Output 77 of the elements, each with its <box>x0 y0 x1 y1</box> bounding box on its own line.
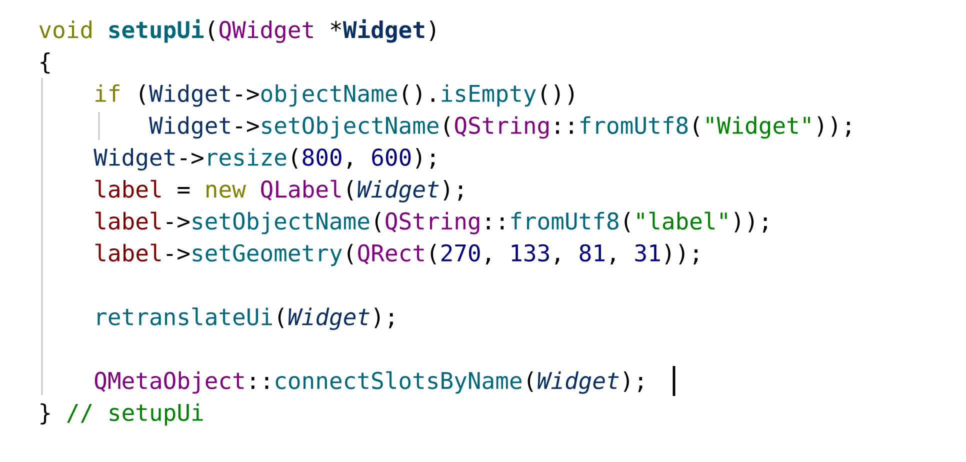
code-text: // setupUi <box>67 403 203 426</box>
code-text: -> <box>236 88 259 100</box>
code-text: ( <box>375 212 381 232</box>
code-text: setGeometry <box>192 244 342 266</box>
code-text: ( <box>694 116 700 137</box>
code-text: "Widget" <box>706 116 810 139</box>
code-text: ( <box>444 116 450 137</box>
code-text: :: <box>252 376 268 389</box>
code-text: setObjectName <box>192 212 370 234</box>
code-text: 31 <box>635 244 660 262</box>
code-text: ( <box>528 371 533 392</box>
code-text: connectSlotsByName <box>276 371 522 394</box>
code-text: isEmpty <box>442 84 536 107</box>
code-text: QLabel <box>261 180 341 201</box>
code-text: { <box>40 52 50 74</box>
code-text: )); <box>734 212 767 233</box>
code-text: QRect <box>358 244 424 264</box>
code-text: 600 <box>372 148 411 166</box>
code-text: , <box>610 258 615 264</box>
code-text: ); <box>374 308 393 328</box>
code-text: retranslateUi <box>98 308 272 326</box>
code-text: Widget <box>149 84 230 107</box>
code-text: ); <box>416 148 434 169</box>
code-text: ); <box>624 371 642 392</box>
code-text: QWidget <box>220 20 313 43</box>
code-text: setupUi <box>109 19 204 43</box>
code-text: label <box>95 180 161 198</box>
code-text: objectName <box>261 84 397 107</box>
code-text: ) <box>430 20 436 42</box>
code-text: fromUtf8 <box>511 212 618 230</box>
code-text: , <box>486 258 490 264</box>
code-text: 270 <box>442 244 480 262</box>
code-text: ( <box>430 244 436 264</box>
code-text: void <box>39 20 92 38</box>
code-text: QMetaObject <box>94 371 244 394</box>
code-text: QString <box>386 212 480 234</box>
code-text: :: <box>556 122 573 134</box>
code-text: -> <box>236 120 259 132</box>
code-text: new <box>206 184 246 198</box>
code-text: } <box>40 403 50 425</box>
code-text: QString <box>455 116 548 139</box>
code-text: , <box>347 162 352 169</box>
code-text: ( <box>348 244 353 264</box>
code-text: resize <box>208 148 286 166</box>
code-text: ( <box>209 20 214 42</box>
code-text: Widget <box>94 148 174 171</box>
code-text: 81 <box>580 244 604 262</box>
code-text: )); <box>818 116 850 137</box>
code-text: if <box>96 84 120 102</box>
code-text: label <box>95 244 161 262</box>
code-text: ( <box>624 212 630 232</box>
code-text: , <box>555 258 560 264</box>
code-text: Widget <box>149 116 230 139</box>
code-text: (). <box>403 84 434 105</box>
code-text: fromUtf8 <box>580 116 688 134</box>
code-text: ( <box>140 84 146 105</box>
code-text: setObjectName <box>262 116 438 138</box>
code-text: ( <box>348 180 353 201</box>
code-text: 133 <box>512 244 549 262</box>
code-text: )); <box>665 244 698 264</box>
code-text: -> <box>166 248 190 260</box>
code-text: label <box>95 212 161 230</box>
code-text: ()) <box>542 84 574 105</box>
code-text: -> <box>166 216 190 228</box>
code-text: Widget <box>358 180 439 202</box>
code-text: "label" <box>638 212 727 230</box>
code-text: = <box>178 187 190 194</box>
code-text: * <box>330 20 341 32</box>
code-text: Widget <box>288 308 370 330</box>
code-text: 800 <box>302 148 342 166</box>
code-text: -> <box>180 152 204 164</box>
code-text: ( <box>278 308 284 328</box>
code-text: ( <box>292 148 298 169</box>
code-text: :: <box>486 217 504 230</box>
code-text: ); <box>444 180 462 201</box>
code-text: Widget <box>342 19 424 43</box>
code-text: Widget <box>538 371 619 394</box>
